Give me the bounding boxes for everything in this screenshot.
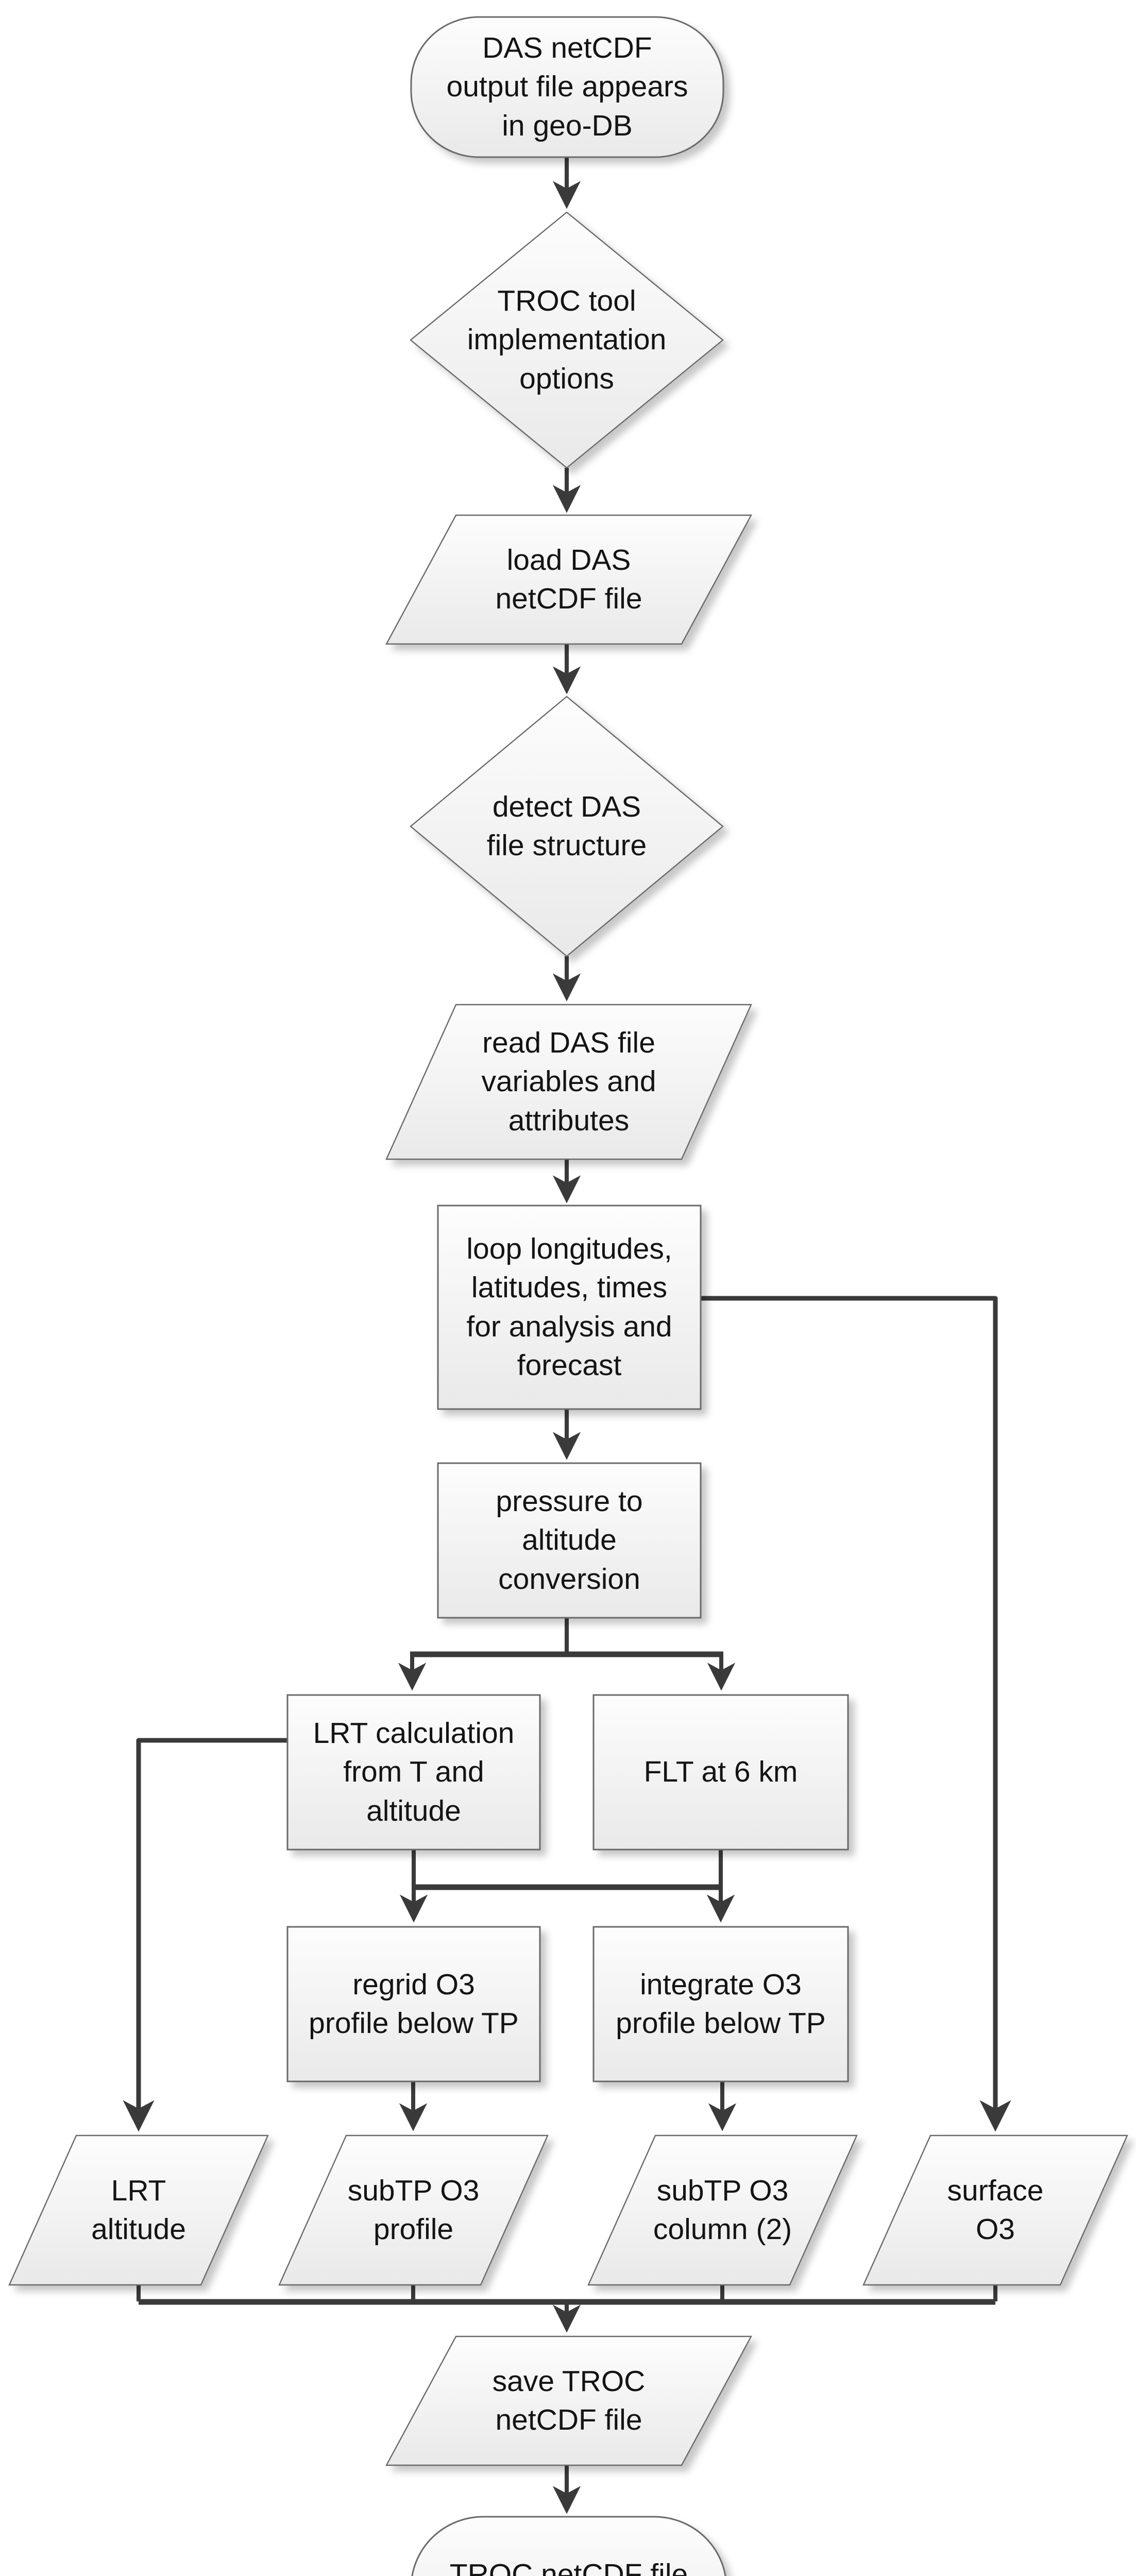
node-surface-shape [862,2134,1128,2286]
edge-loop-surface [701,1296,1011,2132]
node-save-label: save TROC netCDF file [492,2364,646,2436]
node-read-label: read DAS file variables and attributes [481,1026,656,1137]
node-integrate-shape [592,1926,849,2082]
node-surface-label: surface O3 [947,2174,1044,2246]
node-load-label: load DAS netCDF file [495,543,642,615]
node-subtp-column-label: subTP O3 column (2) [653,2174,792,2246]
node-start-label: DAS netCDF output file appears in geo-DB [446,31,688,142]
node-integrate-label: integrate O3 profile below TP [616,1968,826,2040]
node-save-shape [385,2335,753,2466]
node-flt-label: FLT at 6 km [643,1755,798,1789]
node-lrt-alt-label: LRT altitude [91,2174,186,2246]
node-end-label: TROC netCDF file upload to geo-DB [449,2557,688,2576]
node-load-shape [385,514,753,645]
node-subtp-profile-label: subTP O3 profile [347,2174,480,2246]
node-flt-shape [592,1694,849,1851]
node-lrt-alt-shape [8,2134,269,2286]
node-lrt-calc-shape [286,1694,541,1851]
node-regrid-label: regrid O3 profile below TP [309,1968,519,2040]
node-loop-shape [437,1205,702,1410]
node-lrt-calc-label: LRT calculation from T and altitude [313,1717,515,1827]
node-detect-label: detect DAS file structure [486,790,647,862]
node-subtp-profile-shape [278,2134,549,2286]
node-regrid-shape [286,1926,541,2082]
node-options-label: TROC tool implementation options [467,284,667,395]
node-options-shape [410,211,724,469]
node-end-shape [411,2516,726,2576]
node-loop-label: loop longitudes, latitudes, times for an… [466,1232,672,1382]
node-read-shape [385,1004,752,1160]
node-subtp-column-shape [587,2134,858,2286]
node-start-shape [410,16,724,158]
node-pressure-shape [437,1462,702,1619]
node-pressure-label: pressure to altitude conversion [496,1485,643,1596]
node-detect-shape [410,696,724,957]
edge-lrtcalc-lrtalt [123,1738,287,2132]
